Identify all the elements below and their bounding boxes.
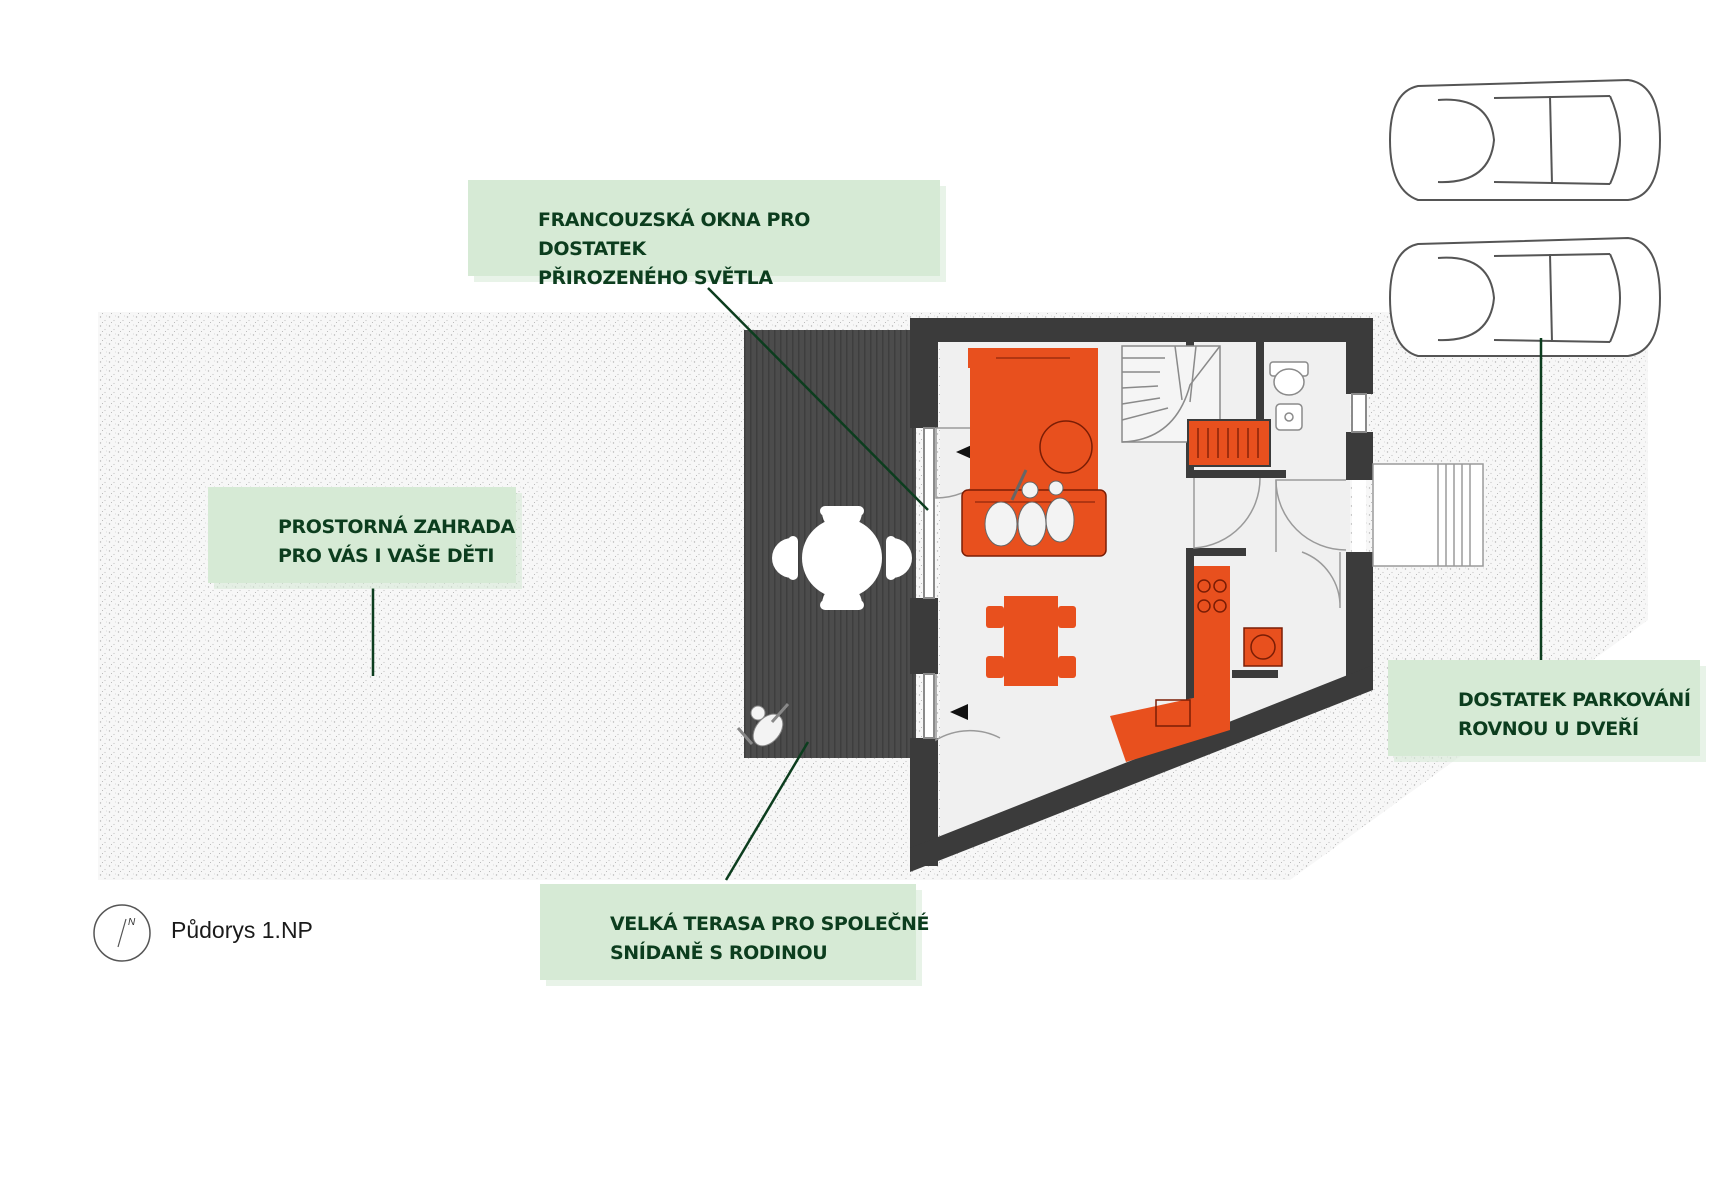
wardrobe-hangers (1197, 428, 1259, 458)
cooktop (1197, 579, 1227, 613)
parked-car-2 (1388, 236, 1662, 357)
entry-arrow-bottom (950, 704, 968, 720)
compass-letter: N (128, 917, 136, 928)
callout-leader-lines (371, 287, 1543, 881)
callout-french-windows-text: FRANCOUZSKÁ OKNA PRO DOSTATEK PŘIROZENÉH… (538, 209, 811, 289)
wardrobe (1187, 419, 1271, 467)
callout-french-windows: FRANCOUZSKÁ OKNA PRO DOSTATEK PŘIROZENÉH… (468, 180, 940, 289)
callout-garden-text: PROSTORNÁ ZAHRADA PRO VÁS I VAŠE DĚTI (278, 516, 515, 567)
entrance-opening (1352, 480, 1366, 552)
coffee-table (1039, 420, 1093, 474)
person-on-terrace (736, 703, 790, 747)
plan-title: Půdorys 1.NP (171, 917, 313, 943)
entrance-steps (1372, 463, 1484, 567)
toilet (1269, 361, 1309, 431)
east-window (1351, 393, 1367, 433)
dining-chairs (986, 606, 1076, 678)
house-walls (910, 318, 1373, 872)
parked-car-1 (1388, 78, 1662, 201)
staircase (1121, 345, 1221, 443)
entry-arrow-top (956, 444, 974, 460)
french-windows (923, 427, 935, 739)
callout-parking-text: DOSTATEK PARKOVÁNÍ ROVNOU U DVEŘÍ (1458, 689, 1691, 740)
dining-table (1004, 596, 1058, 686)
terrace-table (772, 506, 912, 610)
callout-garden: PROSTORNÁ ZAHRADA PRO VÁS I VAŠE DĚTI (208, 487, 516, 583)
callout-parking: DOSTATEK PARKOVÁNÍ ROVNOU U DVEŘÍ (1388, 660, 1700, 756)
north-compass-icon: N (93, 904, 151, 962)
callout-terrace-text: VELKÁ TERASA PRO SPOLEČNÉ SNÍDANĚ S RODI… (610, 913, 930, 964)
kitchen-sink (1155, 699, 1191, 727)
callout-terrace: VELKÁ TERASA PRO SPOLEČNÉ SNÍDANĚ S RODI… (540, 884, 930, 980)
utility-appliance (1243, 627, 1283, 667)
people-on-sofa (984, 469, 1075, 547)
